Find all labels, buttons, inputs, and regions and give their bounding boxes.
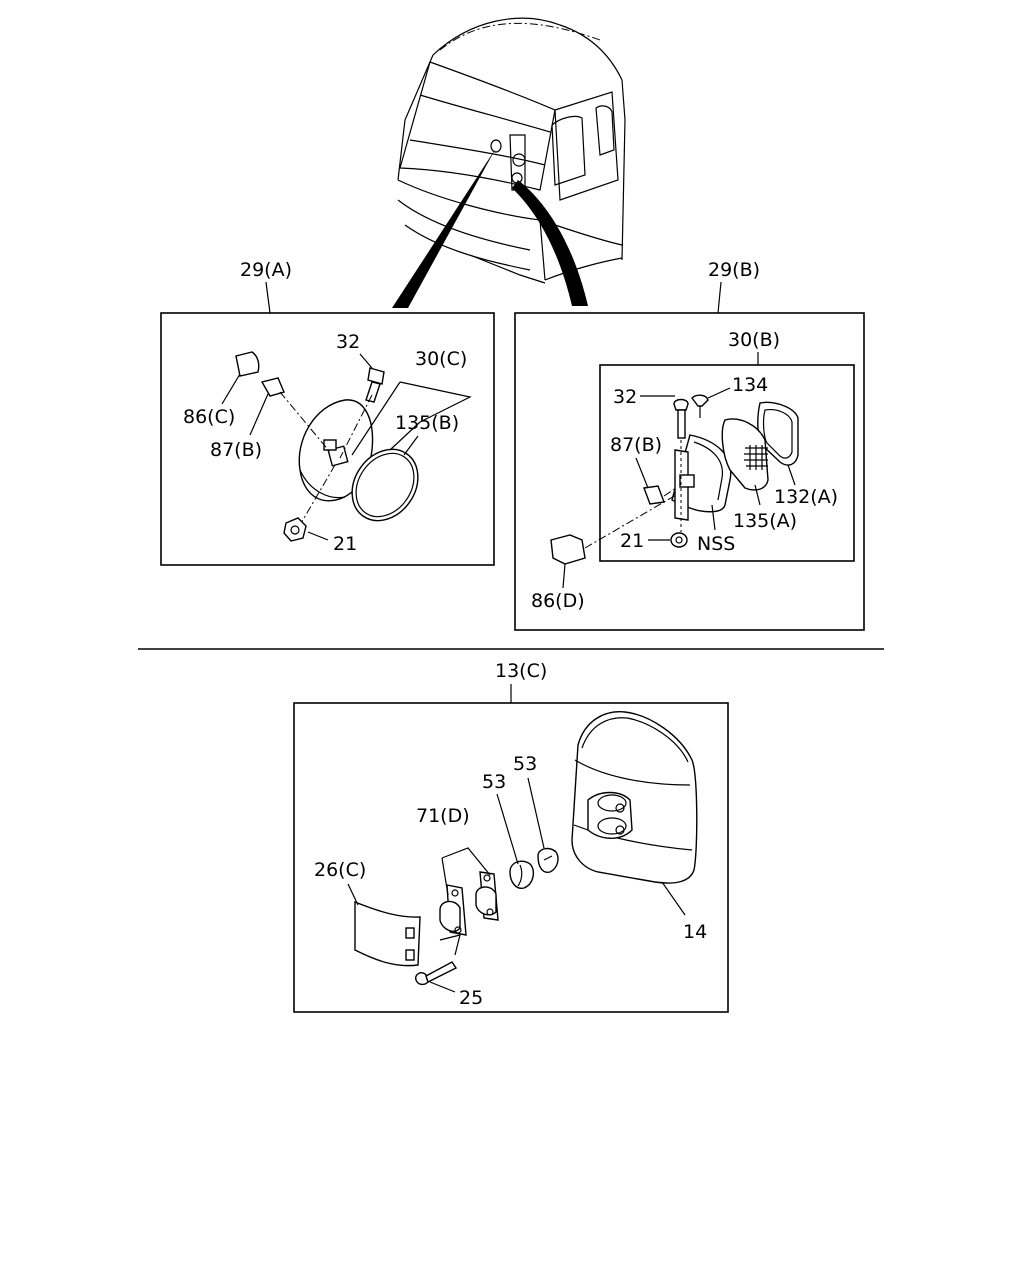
callout-86d: 86(D) bbox=[531, 590, 585, 612]
bolt-b-part bbox=[673, 398, 689, 439]
group-29b: 29(B) 30(B) bbox=[514, 259, 865, 631]
label-30b: 30(B) bbox=[728, 329, 780, 351]
callout-132a: 132(A) bbox=[774, 486, 838, 508]
callout-21-a: 21 bbox=[333, 533, 357, 555]
group-29a: 29(A) 32 30(C) bbox=[160, 259, 495, 566]
callout-53-b: 53 bbox=[513, 753, 537, 775]
washer-53-a bbox=[509, 860, 535, 889]
callout-nss: NSS bbox=[697, 533, 735, 555]
callout-87b-a: 87(B) bbox=[210, 439, 262, 461]
callout-14: 14 bbox=[683, 921, 707, 943]
clip-87b-b bbox=[643, 485, 665, 505]
clip-87b bbox=[260, 377, 285, 397]
callout-32-a: 32 bbox=[336, 331, 360, 353]
nut-21 bbox=[283, 517, 307, 542]
callout-71d: 71(D) bbox=[416, 805, 470, 827]
cap-86c bbox=[235, 351, 260, 377]
nut-21-b bbox=[670, 532, 688, 548]
bolt-part bbox=[365, 367, 385, 403]
label-29b: 29(B) bbox=[708, 259, 760, 281]
bracket-71d bbox=[439, 871, 499, 936]
callout-87b-b: 87(B) bbox=[610, 434, 662, 456]
cap-86d bbox=[550, 534, 586, 565]
label-29a: 29(A) bbox=[240, 259, 292, 281]
callout-86c: 86(C) bbox=[183, 406, 235, 428]
gasket-ring bbox=[351, 448, 419, 522]
label-13c: 13(C) bbox=[495, 660, 547, 682]
mirror-housing-14 bbox=[571, 711, 698, 884]
callout-135a: 135(A) bbox=[733, 510, 797, 532]
cover-26c bbox=[354, 900, 421, 967]
group-13c: 13(C) bbox=[293, 660, 729, 1013]
washer-53-b bbox=[537, 847, 559, 873]
callout-21-b: 21 bbox=[620, 530, 644, 552]
callout-135b: 135(B) bbox=[395, 412, 459, 434]
screw-25 bbox=[414, 961, 458, 986]
callout-30c: 30(C) bbox=[415, 348, 467, 370]
truck-cab-illustration bbox=[392, 17, 626, 308]
callout-134: 134 bbox=[732, 374, 768, 396]
callout-53-a: 53 bbox=[482, 771, 506, 793]
callout-25: 25 bbox=[459, 987, 483, 1009]
callout-32-b: 32 bbox=[613, 386, 637, 408]
callout-26c: 26(C) bbox=[314, 859, 366, 881]
